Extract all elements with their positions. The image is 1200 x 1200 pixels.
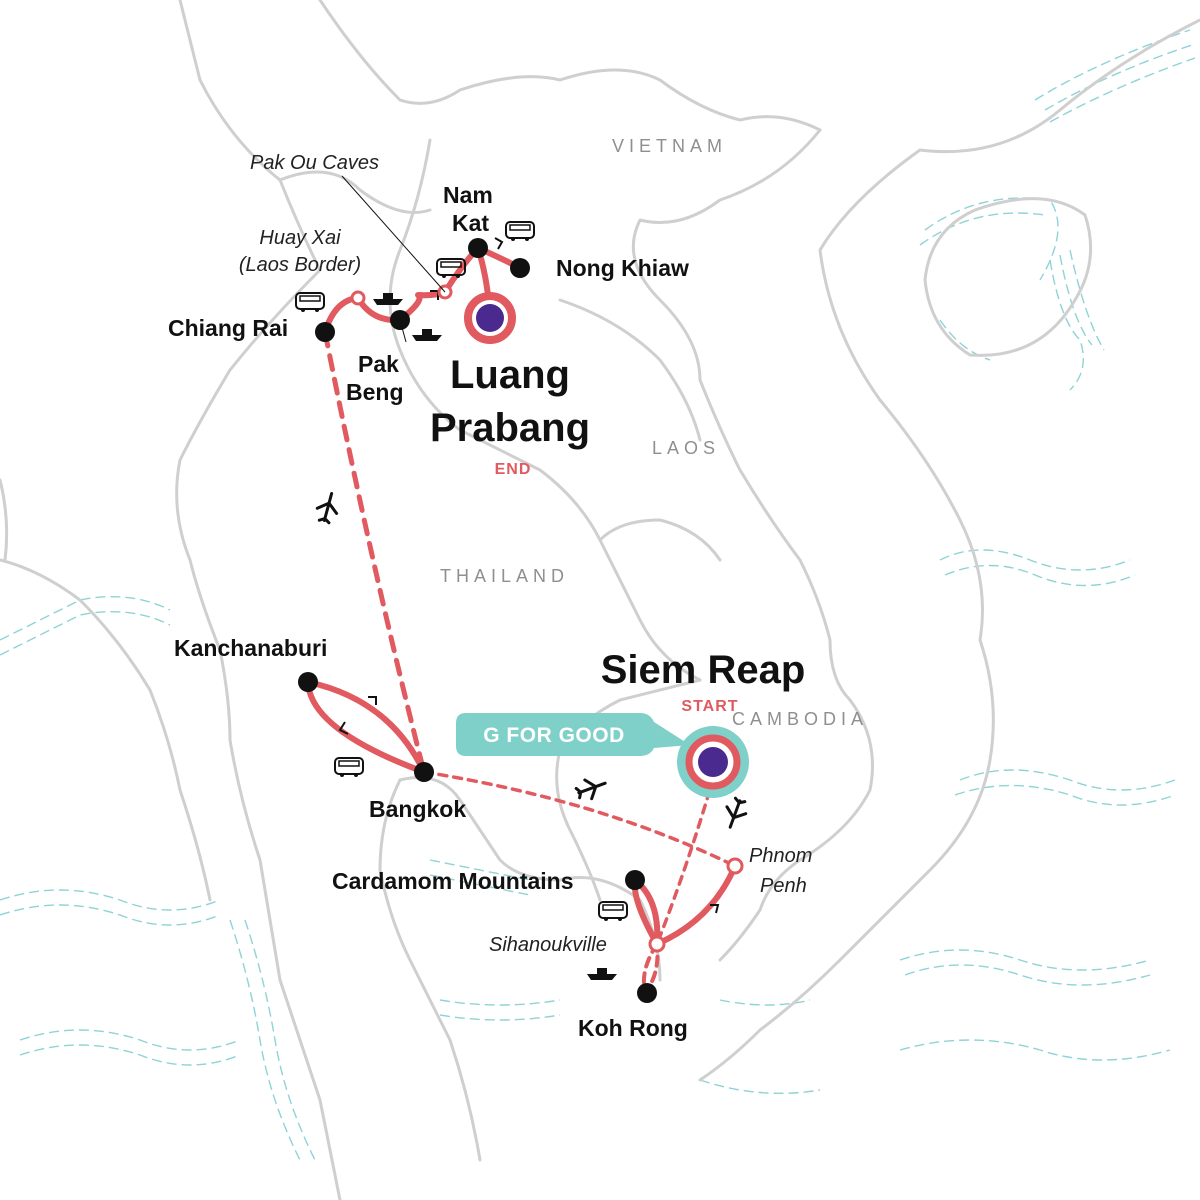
city-label-nong-khiaw: Nong Khiaw — [556, 255, 689, 281]
route-flight-bangkok-phnompenh — [422, 770, 737, 868]
city-labels: Luang Prabang END Siem Reap START Chiang… — [168, 182, 805, 1041]
bus-icon — [598, 901, 628, 921]
waypoint-sihanoukville[interactable] — [648, 935, 666, 953]
city-label-bangkok: Bangkok — [369, 796, 466, 822]
marker-chiang-rai[interactable] — [315, 322, 335, 342]
leader-line-pak-beng — [399, 319, 407, 343]
marker-nong-khiaw[interactable] — [510, 258, 530, 278]
end-tag: END — [495, 461, 532, 478]
city-label-luang-prabang-line1: Luang — [450, 353, 570, 397]
boat-icon — [587, 968, 617, 980]
water-hatching — [0, 29, 1196, 1161]
city-label-kanchanaburi: Kanchanaburi — [174, 635, 327, 661]
country-label-laos: LAOS — [652, 438, 720, 458]
boat-icon — [412, 329, 442, 341]
city-label-pak-beng-line2: Beng — [346, 379, 404, 405]
boat-icon — [373, 293, 403, 305]
waypoint-label-pak-ou: Pak Ou Caves — [250, 152, 379, 174]
city-label-siem-reap: Siem Reap — [601, 648, 806, 692]
waypoint-huay-xai[interactable] — [350, 290, 366, 306]
country-label-cambodia: CAMBODIA — [732, 709, 868, 729]
waypoint-label-huay-xai-line2: (Laos Border) — [239, 254, 361, 276]
direction-arrow — [494, 237, 504, 250]
marker-nam-kat[interactable] — [468, 238, 488, 258]
marker-koh-rong[interactable] — [637, 983, 657, 1003]
direction-arrow — [710, 904, 720, 914]
bus-icon — [334, 757, 364, 777]
bus-icon — [505, 221, 535, 241]
end-marker-luang-prabang[interactable] — [464, 292, 516, 344]
city-label-koh-rong: Koh Rong — [578, 1015, 688, 1041]
route-flight-chiangrai-bangkok — [322, 329, 427, 775]
start-marker-siem-reap[interactable] — [677, 726, 749, 798]
route-phnompenh-sihanoukville — [654, 863, 738, 947]
marker-kanchanaburi[interactable] — [298, 672, 318, 692]
waypoint-labels: Pak Ou Caves Huay Xai (Laos Border) Phno… — [239, 152, 813, 956]
city-label-nam-kat-line1: Nam — [443, 182, 493, 208]
waypoint-phnom-penh[interactable] — [726, 857, 744, 875]
plane-icon — [574, 778, 607, 801]
waypoint-label-phnom-penh-line2: Penh — [760, 875, 807, 897]
g-for-good-badge[interactable]: G FOR GOOD — [456, 713, 690, 756]
city-label-chiang-rai: Chiang Rai — [168, 315, 288, 341]
waypoint-label-sihanoukville: Sihanoukville — [489, 934, 607, 956]
marker-bangkok[interactable] — [414, 762, 434, 782]
marker-cardamom[interactable] — [625, 870, 645, 890]
country-label-vietnam: VIETNAM — [612, 136, 727, 156]
waypoint-label-huay-xai-line1: Huay Xai — [259, 227, 341, 249]
transport-icons — [295, 221, 748, 980]
bus-icon — [295, 292, 325, 312]
badge-label: G FOR GOOD — [483, 724, 625, 747]
leader-line-pak-ou — [341, 175, 446, 293]
city-label-luang-prabang-line2: Prabang — [430, 406, 590, 450]
location-markers — [298, 238, 749, 1003]
direction-arrow — [368, 696, 377, 705]
country-label-thailand: THAILAND — [440, 566, 569, 586]
waypoint-label-phnom-penh-line1: Phnom — [749, 845, 812, 867]
plane-icon — [315, 491, 339, 525]
city-label-pak-beng-line1: Pak — [358, 351, 399, 377]
direction-arrow — [338, 721, 349, 735]
country-labels: VIETNAM LAOS THAILAND CAMBODIA — [440, 136, 868, 729]
start-tag: START — [681, 698, 738, 715]
city-label-nam-kat-line2: Kat — [452, 210, 489, 236]
bus-icon — [436, 258, 466, 278]
city-label-cardamom: Cardamom Mountains — [332, 868, 574, 894]
plane-icon — [725, 796, 748, 829]
